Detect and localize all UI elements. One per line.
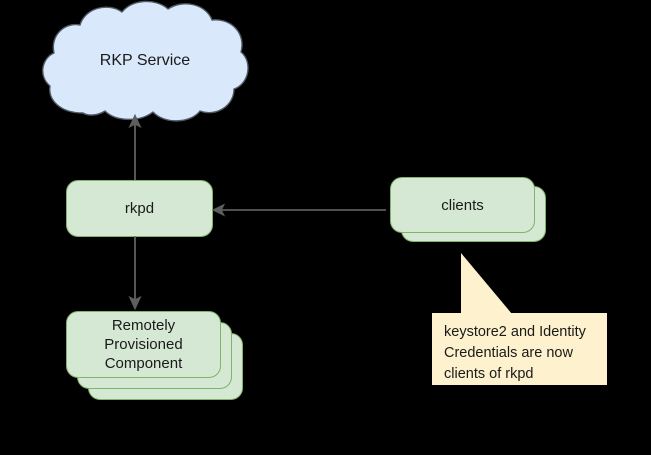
rkpd-box[interactable] [66,180,213,237]
note-box[interactable]: keystore2 and Identity Credentials are n… [432,313,607,385]
edge-rkpd-to-rpc [128,236,142,311]
rkp-service-cloud[interactable] [40,0,250,125]
edge-clients-to-rkpd [211,203,386,217]
note-callout-pointer [461,253,512,314]
rpc-box[interactable] [66,311,221,378]
edge-rkpd-to-rkp-service [128,113,142,183]
clients-box[interactable] [390,177,535,233]
